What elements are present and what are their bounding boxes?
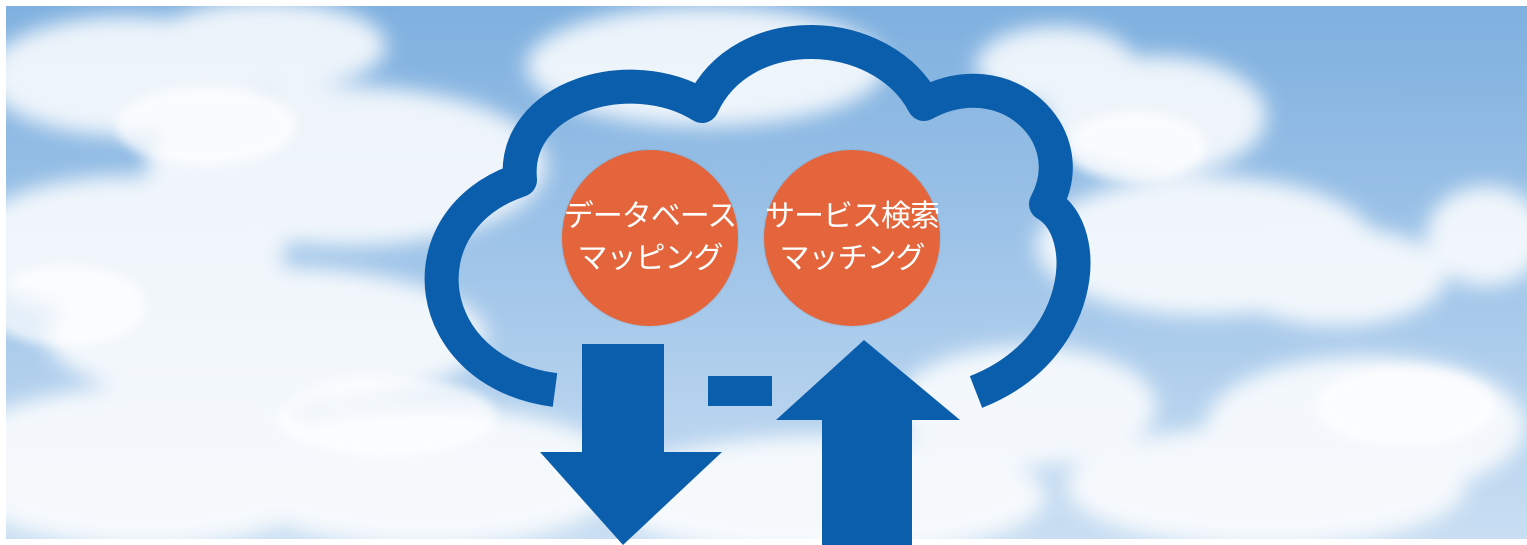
cloud-outline-icon [424, 25, 1091, 408]
bubble-right-line1: サービス検索 [765, 199, 940, 234]
sky-background [6, 6, 1527, 539]
bubble-left-line1: データベース [563, 199, 737, 234]
arrow-up-icon [776, 340, 960, 545]
arrow-down-icon [540, 344, 722, 545]
bubble-right-line2: マッチング [779, 241, 926, 276]
bubble-left-line2: マッピング [577, 241, 724, 276]
database-mapping-bubble: データベース マッピング [562, 150, 738, 326]
connector-bar [708, 376, 772, 406]
service-search-bubble: サービス検索 マッチング [764, 150, 940, 326]
